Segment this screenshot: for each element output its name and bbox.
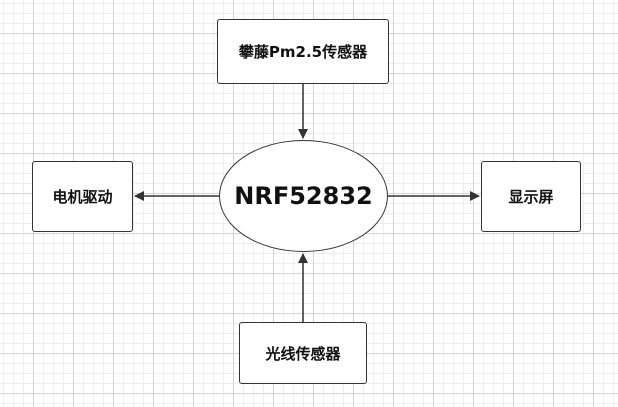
node-pm25-sensor: 攀藤Pm2.5传感器 bbox=[217, 19, 389, 84]
node-light-sensor: 光线传感器 bbox=[239, 322, 367, 384]
node-display-label: 显示屏 bbox=[508, 188, 554, 206]
node-motor-driver-label: 电机驱动 bbox=[52, 188, 113, 206]
node-light-sensor-label: 光线传感器 bbox=[265, 344, 341, 363]
node-motor-driver: 电机驱动 bbox=[32, 161, 133, 232]
node-mcu-label: NRF52832 bbox=[234, 182, 373, 210]
node-pm25-sensor-label: 攀藤Pm2.5传感器 bbox=[238, 43, 368, 61]
node-mcu: NRF52832 bbox=[219, 140, 388, 252]
node-display: 显示屏 bbox=[481, 161, 581, 232]
